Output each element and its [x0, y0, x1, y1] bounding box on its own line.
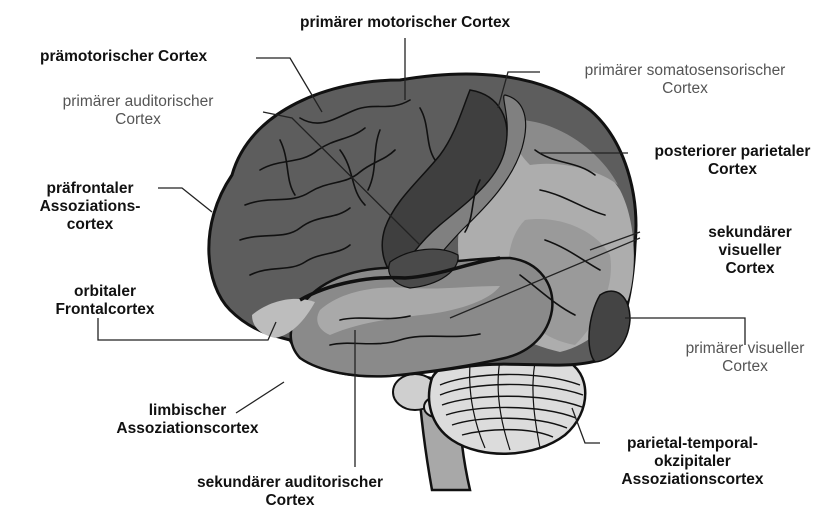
label-limbic: limbischer Assoziationscortex: [100, 402, 275, 438]
label-secondary-visual: sekundärer visueller Cortex: [675, 224, 825, 278]
label-primary-somatosensory: primärer somatosensorischer Cortex: [545, 62, 825, 98]
label-primary-auditory: primärer auditorischer Cortex: [14, 93, 262, 129]
label-parietal-temporal-occipital: parietal-temporal- okzipitaler Assoziati…: [600, 435, 785, 489]
label-premotor: prämotorischer Cortex: [40, 48, 207, 66]
label-posterior-parietal: posteriorer parietaler Cortex: [635, 143, 830, 179]
label-prefrontal: präfrontaler Assoziations- cortex: [20, 180, 160, 234]
leader-prefrontal: [158, 188, 212, 212]
label-secondary-auditory: sekundärer auditorischer Cortex: [170, 474, 410, 510]
label-primary-motor: primärer motorischer Cortex: [300, 14, 510, 32]
label-primary-visual: primärer visueller Cortex: [660, 340, 830, 376]
label-orbital-frontal: orbitaler Frontalcortex: [20, 283, 190, 319]
